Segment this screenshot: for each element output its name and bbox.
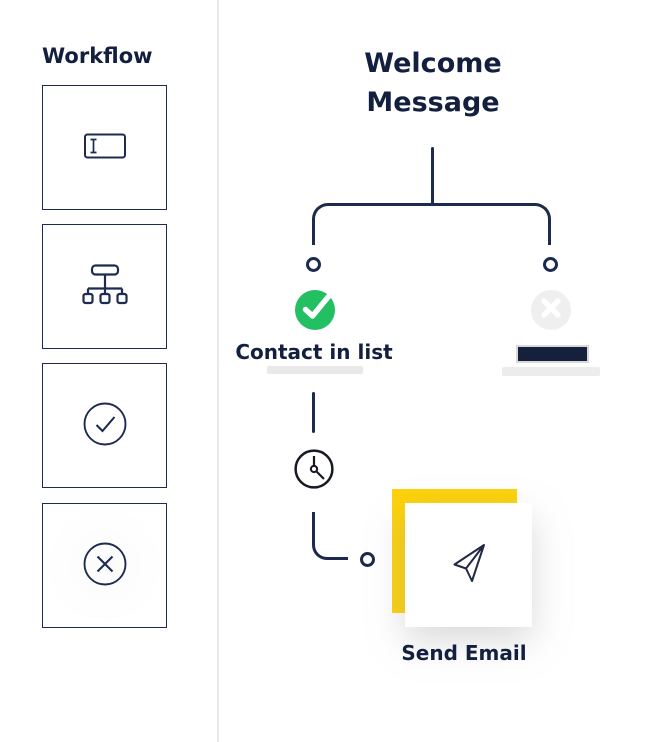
check-circle-icon [83,402,127,450]
sitemap-icon [81,263,128,310]
connector-elbow [312,512,348,560]
condition-yes-node[interactable] [295,290,335,330]
palette-item-sitemap[interactable] [42,224,167,349]
flow-title: Welcome Message [364,48,502,118]
condition-no-node[interactable] [531,290,571,330]
placeholder-bar-no [502,367,600,376]
paper-plane-icon [446,539,492,591]
palette-item-input-field[interactable] [42,85,167,210]
branch-split-line [312,203,551,245]
input-field-icon [83,132,127,164]
vertical-divider [217,0,219,742]
branch-port-left [306,257,321,272]
palette-item-check-circle[interactable] [42,363,167,488]
condition-yes-label: Contact in list [235,340,393,364]
connector-wait [312,392,315,433]
send-email-label: Send Email [401,641,527,665]
clock-icon [292,449,336,495]
send-email-port [360,552,375,567]
wait-delay-node[interactable] [292,447,336,491]
check-badge-icon [295,288,335,332]
palette-item-x-circle[interactable] [42,503,167,628]
sidebar-title: Workflow [42,44,153,68]
x-badge-icon [531,288,571,332]
send-email-node[interactable] [405,503,532,627]
selected-text-bar [516,345,589,363]
connector-stem [431,147,434,205]
placeholder-bar-yes [267,366,363,374]
branch-port-right [543,257,558,272]
x-circle-icon [83,542,127,590]
